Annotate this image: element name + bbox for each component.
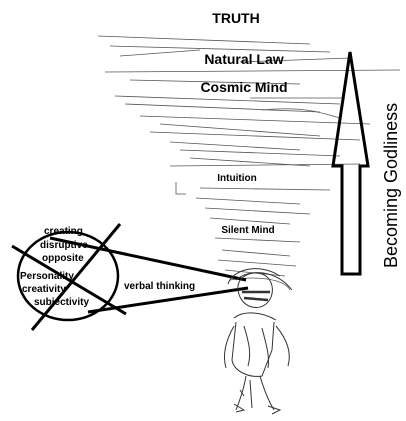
verbal-thinking-label: verbal thinking (124, 281, 195, 292)
upward-arrow (331, 51, 370, 276)
crossed-circle-group (11, 223, 249, 331)
natural-law-label: Natural Law (204, 51, 283, 67)
silent-mind-label: Silent Mind (221, 225, 274, 236)
cosmic-mind-label: Cosmic Mind (200, 79, 287, 95)
circle-text-opposite: opposite (42, 253, 84, 264)
intuition-label: Intuition (217, 173, 256, 184)
truth-label: TRUTH (212, 10, 259, 26)
circle-text-creating: creating (44, 226, 83, 237)
becoming-godliness-label: Becoming Godliness (381, 103, 401, 268)
circle-text-subjectivity: subjectivity (34, 297, 89, 308)
circle-text-personality: Personality (20, 271, 74, 282)
human-figure-sketch (223, 268, 293, 415)
circle-text-disruptive: disruptive (40, 240, 88, 251)
circle-text-creativity: creativity (22, 284, 66, 295)
